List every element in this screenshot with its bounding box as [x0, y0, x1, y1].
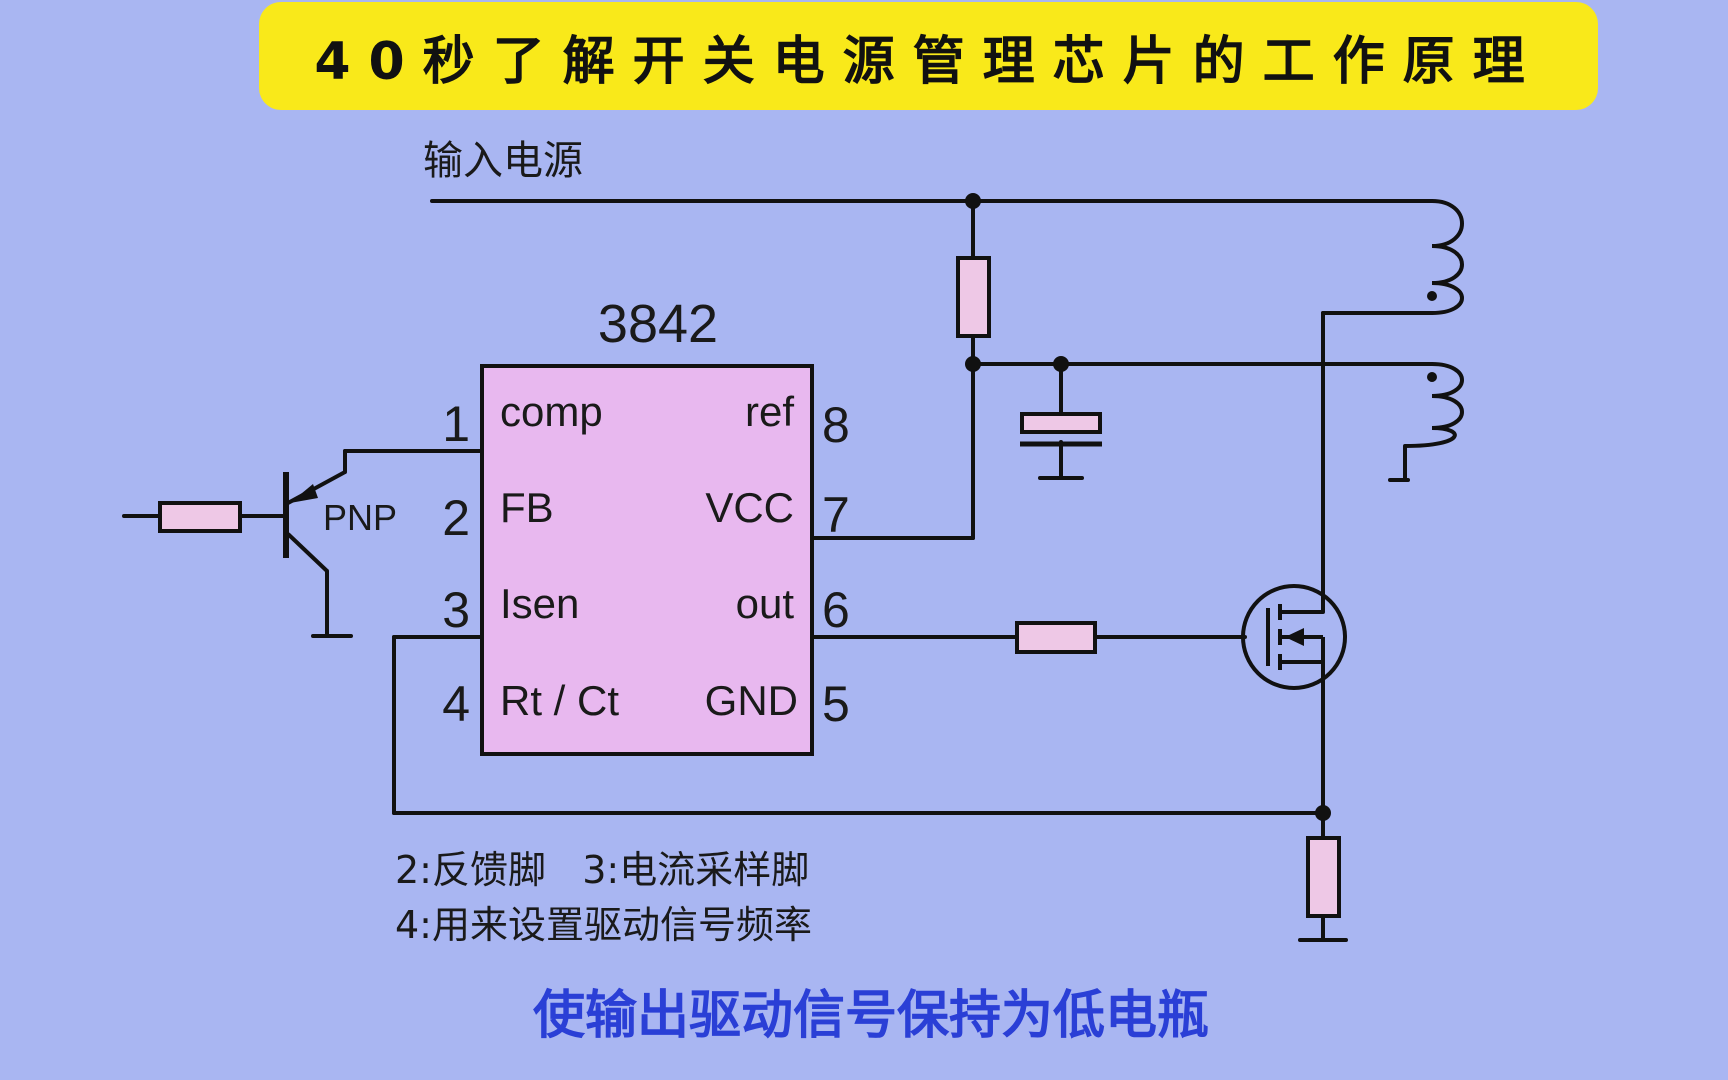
right-pin-numbers: 8 7 6 5: [822, 397, 850, 732]
mosfet: [1241, 584, 1347, 690]
junction-dot: [1315, 805, 1331, 821]
junction-dot: [965, 356, 981, 372]
left-pin-names: comp FB Isen Rt / Ct: [500, 388, 619, 724]
right-pin-names: ref VCC out GND: [705, 388, 798, 724]
pin-number-8: 8: [822, 397, 850, 453]
pin-name-vcc: VCC: [705, 484, 794, 531]
capacitor: [1020, 412, 1102, 447]
wires: [122, 199, 1434, 942]
pin-name-gnd: GND: [705, 677, 798, 724]
junction-dots: [965, 193, 1331, 821]
pin-number-7: 7: [822, 487, 850, 543]
mosfet-arrow-icon: [1285, 628, 1304, 646]
supply-resistor: [956, 256, 991, 338]
title-banner: 40秒了解开关电源管理芯片的工作原理: [259, 2, 1598, 110]
aux-winding: [1404, 362, 1464, 448]
mosfet-body: [1241, 584, 1347, 690]
junction-dot: [965, 193, 981, 209]
pin-number-3: 3: [442, 582, 470, 638]
transformer: [1404, 199, 1464, 448]
transistor-collector: [286, 532, 329, 573]
pin-number-5: 5: [822, 676, 850, 732]
pin-name-out: out: [736, 580, 795, 627]
input-power-label: 输入电源: [423, 138, 583, 184]
caption: 使输出驱动信号保持为低电瓶: [532, 986, 1209, 1046]
page-title: 40秒了解开关电源管理芯片的工作原理: [314, 31, 1543, 92]
pin-name-rt-ct: Rt / Ct: [500, 677, 619, 724]
pin-number-1: 1: [442, 396, 470, 452]
transistor-arrow-icon: [290, 484, 318, 503]
capacitor-plate-upper: [1020, 412, 1102, 434]
gate-resistor: [1015, 621, 1097, 654]
winding-dot: [1427, 372, 1437, 382]
pin-number-4: 4: [442, 676, 470, 732]
pin-number-6: 6: [822, 582, 850, 638]
junction-dot: [1053, 356, 1069, 372]
left-pin-numbers: 1 2 3 4: [442, 396, 470, 732]
sense-resistor: [1306, 836, 1341, 918]
pin-name-comp: comp: [500, 388, 603, 435]
base-resistor: [158, 501, 242, 533]
winding-dot: [1427, 291, 1437, 301]
resistors: [158, 256, 1341, 918]
pin-number-2: 2: [442, 490, 470, 546]
pin-notes-line-2: 4:用来设置驱动信号频率: [395, 903, 812, 947]
pin-notes-line-1: 2:反馈脚 3:电流采样脚: [395, 848, 809, 892]
chip-3842: [480, 364, 814, 756]
primary-winding: [1431, 199, 1464, 315]
chip-name-label: 3842: [598, 294, 718, 354]
pin-name-ref: ref: [745, 388, 794, 435]
pin-name-isen: Isen: [500, 580, 579, 627]
pin-name-fb: FB: [500, 484, 554, 531]
pnp-label: PNP: [323, 497, 397, 538]
